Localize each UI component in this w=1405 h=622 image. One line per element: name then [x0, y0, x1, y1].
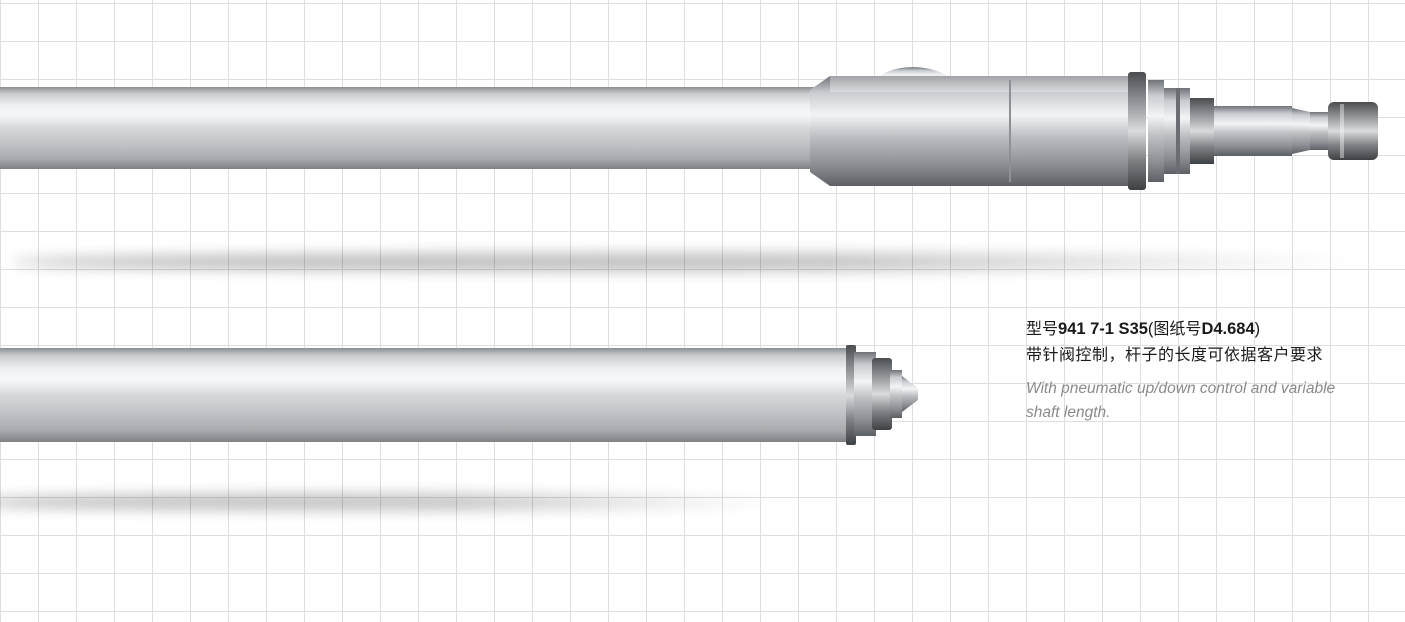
title-paren-close: ) — [1254, 320, 1261, 338]
upper-rod-nut — [1128, 72, 1146, 190]
lower-rod-assembly — [0, 345, 918, 445]
upper-rod-end-fitting — [1328, 102, 1378, 160]
title-paren-open: ( — [1147, 320, 1154, 338]
drawing-number: D4.684 — [1201, 320, 1255, 338]
description-chinese: 带针阀控制，杆子的长度可依据客户要求 — [1026, 345, 1324, 364]
lower-rod-shaft — [0, 348, 848, 442]
product-spec-block: 型号941 7-1 S35(图纸号D4.684) 带针阀控制，杆子的长度可依据客… — [1026, 317, 1356, 425]
upper-rod-hex-body — [810, 76, 1130, 186]
upper-rod-shaft — [0, 87, 830, 169]
upper-rod-assembly — [0, 67, 1378, 190]
upper-rod-valve-stem — [1214, 106, 1292, 156]
lower-rod-cap — [854, 352, 876, 436]
upper-rod-shadow — [10, 253, 1390, 271]
title-prefix: 型号 — [1026, 319, 1059, 338]
lower-rod-shadow — [0, 494, 800, 510]
drawing-label: 图纸号 — [1153, 319, 1202, 338]
product-title: 型号941 7-1 S35(图纸号D4.684) — [1026, 317, 1356, 341]
lower-rod-tip — [902, 376, 918, 412]
description-english: With pneumatic up/down control and varia… — [1026, 380, 1336, 421]
model-number: 941 7-1 S35 — [1058, 320, 1148, 338]
